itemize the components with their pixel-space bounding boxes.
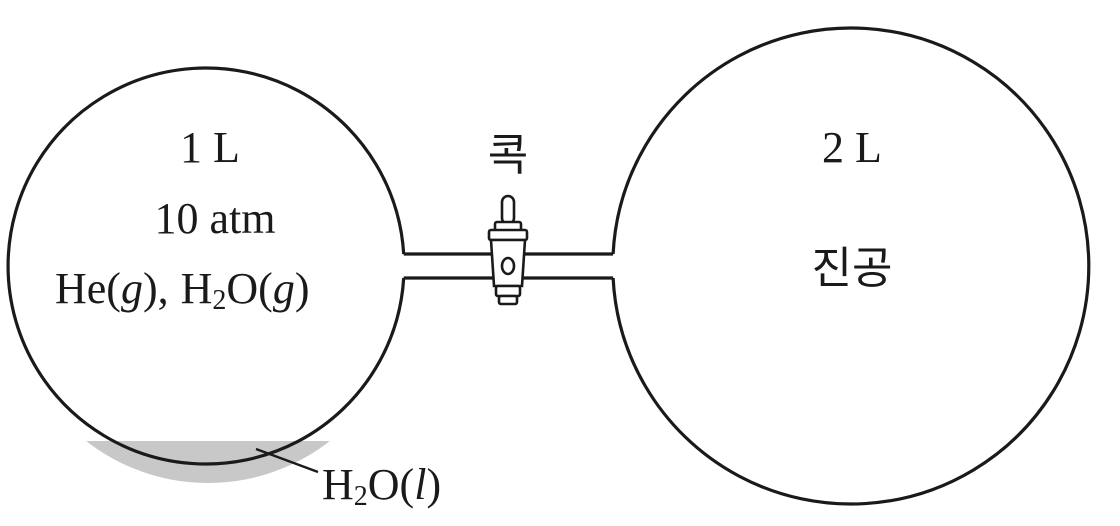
liquid-leader-line (255, 447, 319, 474)
left-flask (6, 66, 406, 466)
left-volume-label: 1 L (180, 123, 240, 172)
stopcock-valve[interactable] (487, 194, 529, 306)
right-content-label: 진공 (812, 243, 893, 294)
stopcock-handle (500, 194, 516, 226)
liquid-label: H2O(l) (322, 460, 441, 512)
left-pressure-label: 10 atm (155, 194, 276, 243)
stopcock-label: 콕 (488, 130, 528, 181)
right-volume-label: 2 L (822, 123, 882, 172)
stopcock-bore (500, 256, 516, 276)
right-flask (611, 26, 1091, 506)
left-gas-label: He(g),H2O(g) (55, 264, 310, 316)
